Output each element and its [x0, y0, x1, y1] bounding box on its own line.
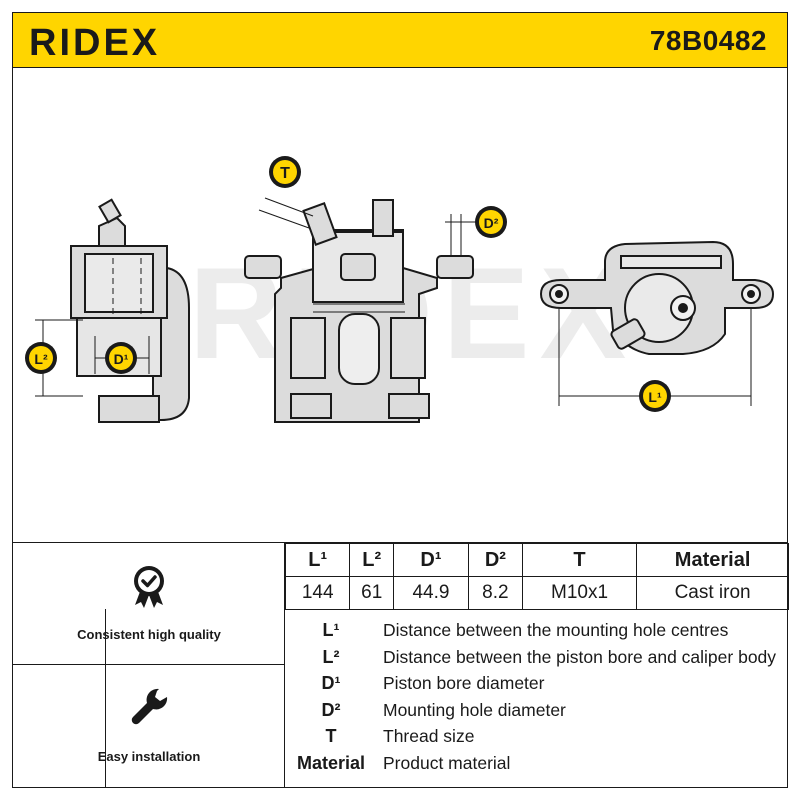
quality-badge-icon — [134, 566, 164, 608]
brake-caliper-drawing: RIDEX — [25, 156, 775, 423]
legend-desc: Thread size — [383, 726, 475, 747]
top-view — [539, 240, 775, 355]
legend: L¹ Distance between the mounting hole ce… — [285, 617, 789, 777]
spec-value-d2: 8.2 — [467, 576, 523, 610]
specification-table: L¹ L² D¹ D² T Material 144 61 44.9 8.2 M… — [284, 543, 789, 610]
legend-key: L² — [322, 646, 340, 667]
info-panel: Consistent high quality Easy installatio… — [12, 542, 789, 788]
svg-text:T: T — [280, 165, 290, 182]
legend-desc: Distance between the piston bore and cal… — [383, 646, 777, 667]
svg-text:D²: D² — [484, 215, 499, 231]
svg-text:D¹: D¹ — [114, 351, 129, 367]
legend-key: Material — [296, 752, 366, 773]
spec-header-l2: L² — [349, 543, 395, 577]
legend-row: T Thread size — [285, 723, 789, 750]
spec-value-l1: 144 — [284, 576, 351, 610]
side-view — [70, 198, 190, 423]
callout-l1: L¹ — [639, 380, 671, 412]
front-view — [244, 199, 474, 423]
spec-value-material: Cast iron — [636, 576, 789, 610]
legend-key: T — [325, 726, 337, 747]
wrench-icon — [131, 688, 168, 725]
legend-desc: Distance between the mounting hole centr… — [383, 620, 729, 640]
svg-text:L²: L² — [34, 351, 48, 367]
legend-desc: Piston bore diameter — [383, 673, 545, 694]
part-number: 78B0482 — [649, 25, 767, 56]
spec-header-d2: D² — [467, 543, 523, 577]
spec-header-l1: L¹ — [284, 543, 351, 577]
dimension-lines — [35, 197, 752, 406]
legend-divider — [105, 609, 106, 787]
features-panel: Consistent high quality Easy installatio… — [13, 543, 285, 787]
feature-quality: Consistent high quality — [13, 543, 285, 665]
spec-header-d1: D¹ — [393, 543, 469, 577]
spec-value-row: 144 61 44.9 8.2 M10x1 Cast iron — [284, 576, 789, 610]
spec-value-l2: 61 — [349, 576, 395, 610]
spec-header-row: L¹ L² D¹ D² T Material — [284, 543, 789, 577]
spec-header-material: Material — [636, 543, 789, 577]
legend-row: D¹ Piston bore diameter — [285, 670, 789, 697]
legend-row: D² Mounting hole diameter — [285, 697, 789, 724]
callout-d1: D¹ — [105, 342, 137, 374]
legend-row: L¹ Distance between the mounting hole ce… — [285, 617, 789, 644]
callout-d2: D² — [475, 206, 507, 238]
header-banner: RIDEX 78B0482 — [12, 12, 788, 68]
legend-desc: Mounting hole diameter — [383, 699, 566, 720]
spec-value-t: M10x1 — [521, 576, 638, 610]
legend-desc: Product material — [383, 752, 511, 773]
technical-drawing-area: RIDEX — [12, 68, 788, 542]
spec-header-t: T — [521, 543, 638, 577]
ridex-logo: RIDEX — [29, 22, 160, 61]
svg-text:L¹: L¹ — [648, 389, 662, 405]
spec-value-d1: 44.9 — [393, 576, 469, 610]
legend-key: D¹ — [321, 673, 341, 694]
legend-row: L² Distance between the piston bore and … — [285, 644, 789, 671]
callout-l2: L² — [25, 342, 57, 374]
feature-installation-label: Easy installation — [97, 749, 201, 764]
legend-row: Material Product material — [285, 750, 789, 777]
callout-t: T — [269, 156, 301, 188]
legend-key: L¹ — [322, 620, 340, 640]
svg-text:RIDEX: RIDEX — [29, 22, 160, 61]
feature-installation: Easy installation — [13, 665, 285, 787]
legend-key: D² — [321, 699, 341, 720]
feature-quality-label: Consistent high quality — [77, 627, 221, 642]
